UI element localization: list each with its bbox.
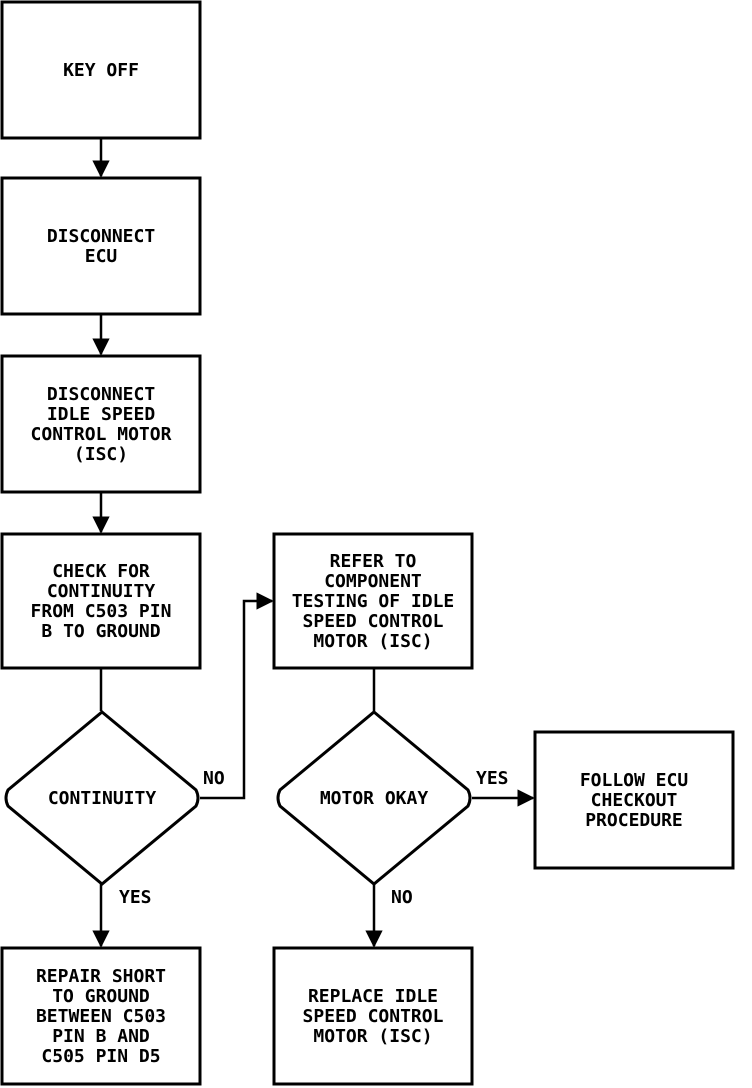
node-repair-short-label-line: TO GROUND [52, 986, 150, 1007]
node-repair-short-label-line: C505 PIN D5 [41, 1046, 160, 1067]
node-refer-testing-label-line: COMPONENT [324, 571, 422, 592]
node-replace-isc-label-line: REPLACE IDLE [308, 986, 438, 1007]
node-motor-okay-label-line: MOTOR OKAY [320, 788, 429, 809]
edges-layer: YES NO YES NO [92, 138, 535, 948]
edge-motor-okay-to-replace-isc-label: NO [391, 887, 413, 908]
node-disconnect-isc-label-line: CONTROL MOTOR [31, 424, 172, 445]
node-disconnect-ecu-label-line: ECU [85, 246, 118, 267]
node-disconnect-ecu-box [0, 176, 202, 316]
node-motor-okay-diamond [276, 710, 472, 886]
edge-continuity-to-refer-testing-label: NO [203, 768, 225, 789]
edge-continuity-to-refer-testing-line [200, 592, 274, 800]
node-check-continuity-label-line: FROM C503 PIN [31, 601, 172, 622]
node-refer-testing-label-line: TESTING OF IDLE [292, 591, 455, 612]
node-continuity-diamond [4, 710, 200, 886]
node-refer-testing-label-line: MOTOR (ISC) [313, 631, 432, 652]
node-repair-short-label-line: PIN B AND [52, 1026, 150, 1047]
node-refer-testing-label-line: REFER TO [330, 551, 417, 572]
node-repair-short-label-line: REPAIR SHORT [36, 966, 166, 987]
node-disconnect-isc-label-line: IDLE SPEED [47, 404, 156, 425]
node-refer-testing-label-line: SPEED CONTROL [303, 611, 444, 632]
node-disconnect-isc-box [0, 354, 202, 494]
node-repair-short-label-line: BETWEEN C503 [36, 1006, 166, 1027]
node-replace-isc-label-line: MOTOR (ISC) [313, 1026, 432, 1047]
node-replace-isc-box [272, 946, 474, 1086]
node-key-off-label-line: KEY OFF [63, 60, 139, 81]
node-follow-ecu-label-line: FOLLOW ECU [580, 770, 688, 791]
node-follow-ecu-label-line: PROCEDURE [585, 810, 683, 831]
node-check-continuity-label-line: B TO GROUND [41, 621, 160, 642]
node-repair-short-box [0, 946, 202, 1086]
edge-continuity-to-repair-short-label: YES [119, 887, 152, 908]
node-follow-ecu-box [533, 730, 735, 870]
node-disconnect-isc-label-line: DISCONNECT [47, 384, 156, 405]
node-continuity-label-line: CONTINUITY [48, 788, 157, 809]
node-replace-isc-label-line: SPEED CONTROL [303, 1006, 444, 1027]
node-refer-testing-box [272, 532, 474, 670]
node-follow-ecu-label-line: CHECKOUT [591, 790, 678, 811]
node-disconnect-ecu-label-line: DISCONNECT [47, 226, 156, 247]
node-check-continuity-label-line: CHECK FOR [52, 561, 150, 582]
node-check-continuity-box [0, 532, 202, 670]
edge-motor-okay-to-follow-ecu-label: YES [476, 768, 509, 789]
node-check-continuity-label-line: CONTINUITY [47, 581, 156, 602]
node-key-off-box [0, 0, 202, 140]
node-disconnect-isc-label-line: (ISC) [74, 444, 128, 465]
